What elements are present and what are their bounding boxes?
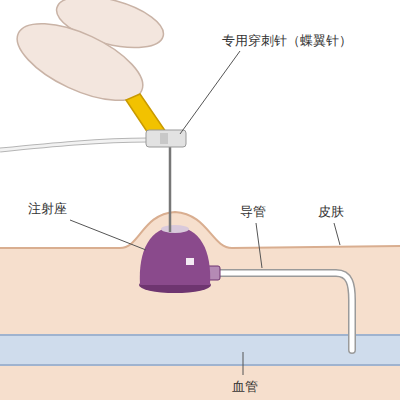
part-label: 注射座 [28,200,67,217]
leader-line [180,51,240,134]
port-body [140,226,210,285]
part-label: 皮肤 [318,203,344,220]
vessel-wall [0,364,400,366]
part-label: 导管 [240,203,266,220]
tubing-outline [0,140,148,150]
needle [169,146,172,232]
port-septum [161,225,189,233]
needle-hub [146,130,186,147]
tubing [0,140,148,150]
vessel-wall [0,334,400,336]
catheter [216,273,352,350]
blood-vessel [0,335,400,365]
part-label: 专用穿刺针（蝶翼针） [222,32,352,49]
leader-line [256,223,262,268]
tissue [0,212,400,400]
leader-line [70,220,146,250]
port-mark [186,258,194,265]
needle-hub-detail [160,133,168,144]
part-label: 血管 [232,378,258,395]
leader-line [334,223,340,245]
leader-line [243,352,244,375]
catheter-outline [216,273,352,350]
